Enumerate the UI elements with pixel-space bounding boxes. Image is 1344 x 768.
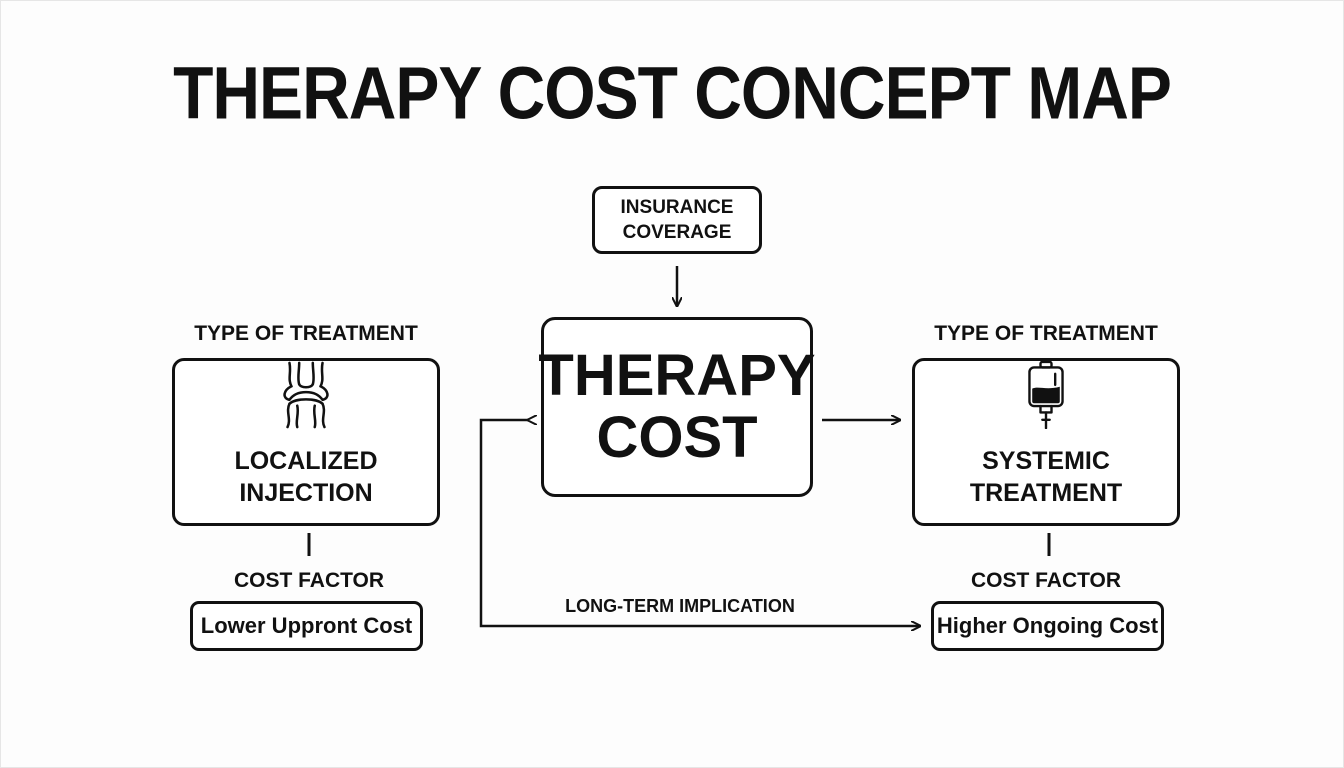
- center-line-2: COST: [596, 405, 758, 470]
- right-treatment-line-2: TREATMENT: [969, 479, 1123, 507]
- therapy-cost-node: THERAPY COST: [538, 317, 816, 497]
- left-cost-factor-label: COST FACTOR: [233, 569, 385, 592]
- knee-joint-icon: [283, 361, 329, 429]
- lower-upfront-cost-node: Lower Uppront Cost: [190, 601, 423, 651]
- long-term-implication-label: LONG-TERM IMPLICATION: [565, 596, 795, 616]
- insurance-line-1: INSURANCE: [620, 197, 734, 218]
- center-line-1: THERAPY: [538, 343, 816, 408]
- right-type-label: TYPE OF TREATMENT: [934, 322, 1158, 345]
- iv-bag-icon: [1028, 361, 1064, 429]
- page-title: THERAPY COST CONCEPT MAP: [173, 51, 1172, 135]
- localized-injection-node: LOCALIZED INJECTION: [172, 358, 440, 526]
- right-treatment-line-1: SYSTEMIC: [982, 447, 1110, 475]
- left-type-label: TYPE OF TREATMENT: [194, 322, 418, 345]
- higher-ongoing-cost-node: Higher Ongoing Cost: [931, 601, 1164, 651]
- insurance-coverage-node: INSURANCE COVERAGE: [592, 186, 762, 254]
- left-treatment-line-2: INJECTION: [239, 479, 373, 507]
- systemic-treatment-node: SYSTEMIC TREATMENT: [912, 358, 1180, 526]
- left-cost-text: Lower Uppront Cost: [200, 613, 413, 638]
- insurance-line-2: COVERAGE: [622, 222, 732, 243]
- right-cost-factor-label: COST FACTOR: [970, 569, 1122, 592]
- right-cost-text: Higher Ongoing Cost: [936, 613, 1159, 638]
- left-treatment-line-1: LOCALIZED: [234, 447, 378, 475]
- long-term-implication-connector: [479, 420, 920, 626]
